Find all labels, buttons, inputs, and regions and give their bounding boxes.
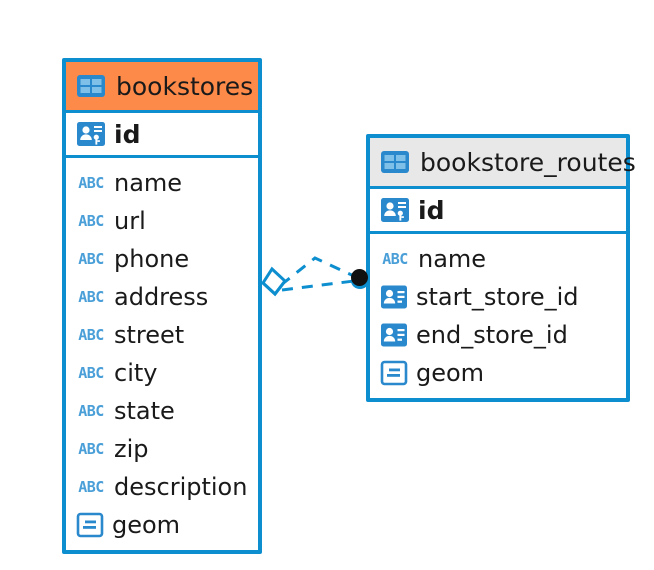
table-icon (76, 74, 106, 98)
field-row[interactable]: ABC url (66, 202, 258, 240)
entity-bookstores-primary-key-label: id (114, 119, 141, 149)
abc-text-icon: ABC (78, 249, 104, 268)
field-row[interactable]: ABC name (370, 240, 626, 278)
field-label: url (114, 207, 146, 235)
abc-text-icon: ABC (382, 249, 408, 268)
entity-bookstore-routes-field-list: ABC name start_store_id (370, 234, 626, 398)
field-label: name (114, 169, 183, 197)
field-row[interactable]: ABC zip (66, 430, 258, 468)
diamond-open-marker[interactable] (261, 266, 288, 297)
field-row[interactable]: ABC city (66, 354, 258, 392)
entity-bookstores-field-list: ABC name ABC url ABC phone ABC address A… (66, 158, 258, 550)
field-label: state (114, 397, 175, 425)
primary-key-icon (380, 196, 410, 224)
entity-bookstore-routes-header[interactable]: bookstore_routes (370, 138, 636, 186)
abc-text-icon: ABC (78, 287, 104, 306)
table-icon (380, 150, 410, 174)
field-row[interactable]: ABC street (66, 316, 258, 354)
abc-text-icon: ABC (78, 363, 104, 382)
entity-bookstore-routes[interactable]: bookstore_routes id ABC name (366, 134, 636, 402)
entity-bookstores-primary-key-row[interactable]: id (66, 110, 258, 158)
abc-text-icon: ABC (78, 477, 104, 496)
entity-bookstore-routes-title: bookstore_routes (420, 147, 636, 177)
field-row[interactable]: ABC state (66, 392, 258, 430)
field-label: geom (112, 511, 181, 539)
field-row[interactable]: ABC name (66, 164, 258, 202)
field-label: geom (416, 359, 485, 387)
field-row[interactable]: geom (66, 506, 258, 544)
entity-bookstores-title: bookstores (116, 71, 254, 101)
field-row[interactable]: start_store_id (370, 278, 626, 316)
abc-text-icon: ABC (78, 211, 104, 230)
field-label: description (114, 473, 248, 501)
abc-text-icon: ABC (78, 401, 104, 420)
field-label: phone (114, 245, 190, 273)
abc-text-icon: ABC (78, 325, 104, 344)
foreign-key-icon (380, 322, 408, 348)
abc-text-icon: ABC (78, 173, 104, 192)
field-row[interactable]: ABC description (66, 468, 258, 506)
foreign-key-icon (380, 284, 408, 310)
entity-bookstores[interactable]: bookstores id ABC name ABC (62, 58, 262, 554)
field-label: name (418, 245, 487, 273)
entity-bookstore-routes-primary-key-label: id (418, 195, 445, 225)
field-row[interactable]: end_store_id (370, 316, 626, 354)
relationship-line-upper[interactable] (280, 256, 357, 287)
primary-key-icon (76, 120, 106, 148)
field-row[interactable]: ABC address (66, 278, 258, 316)
field-label: end_store_id (416, 321, 568, 349)
relationship-line-lower[interactable] (281, 279, 355, 292)
field-row[interactable]: ABC phone (66, 240, 258, 278)
field-row[interactable]: geom (370, 354, 626, 392)
entity-bookstore-routes-primary-key-row[interactable]: id (370, 186, 626, 234)
field-label: street (114, 321, 185, 349)
field-label: start_store_id (416, 283, 579, 311)
field-label: zip (114, 435, 149, 463)
geometry-icon (76, 512, 104, 538)
field-label: city (114, 359, 158, 387)
entity-bookstores-header[interactable]: bookstores (66, 62, 258, 110)
abc-text-icon: ABC (78, 439, 104, 458)
field-label: address (114, 283, 209, 311)
geometry-icon (380, 360, 408, 386)
